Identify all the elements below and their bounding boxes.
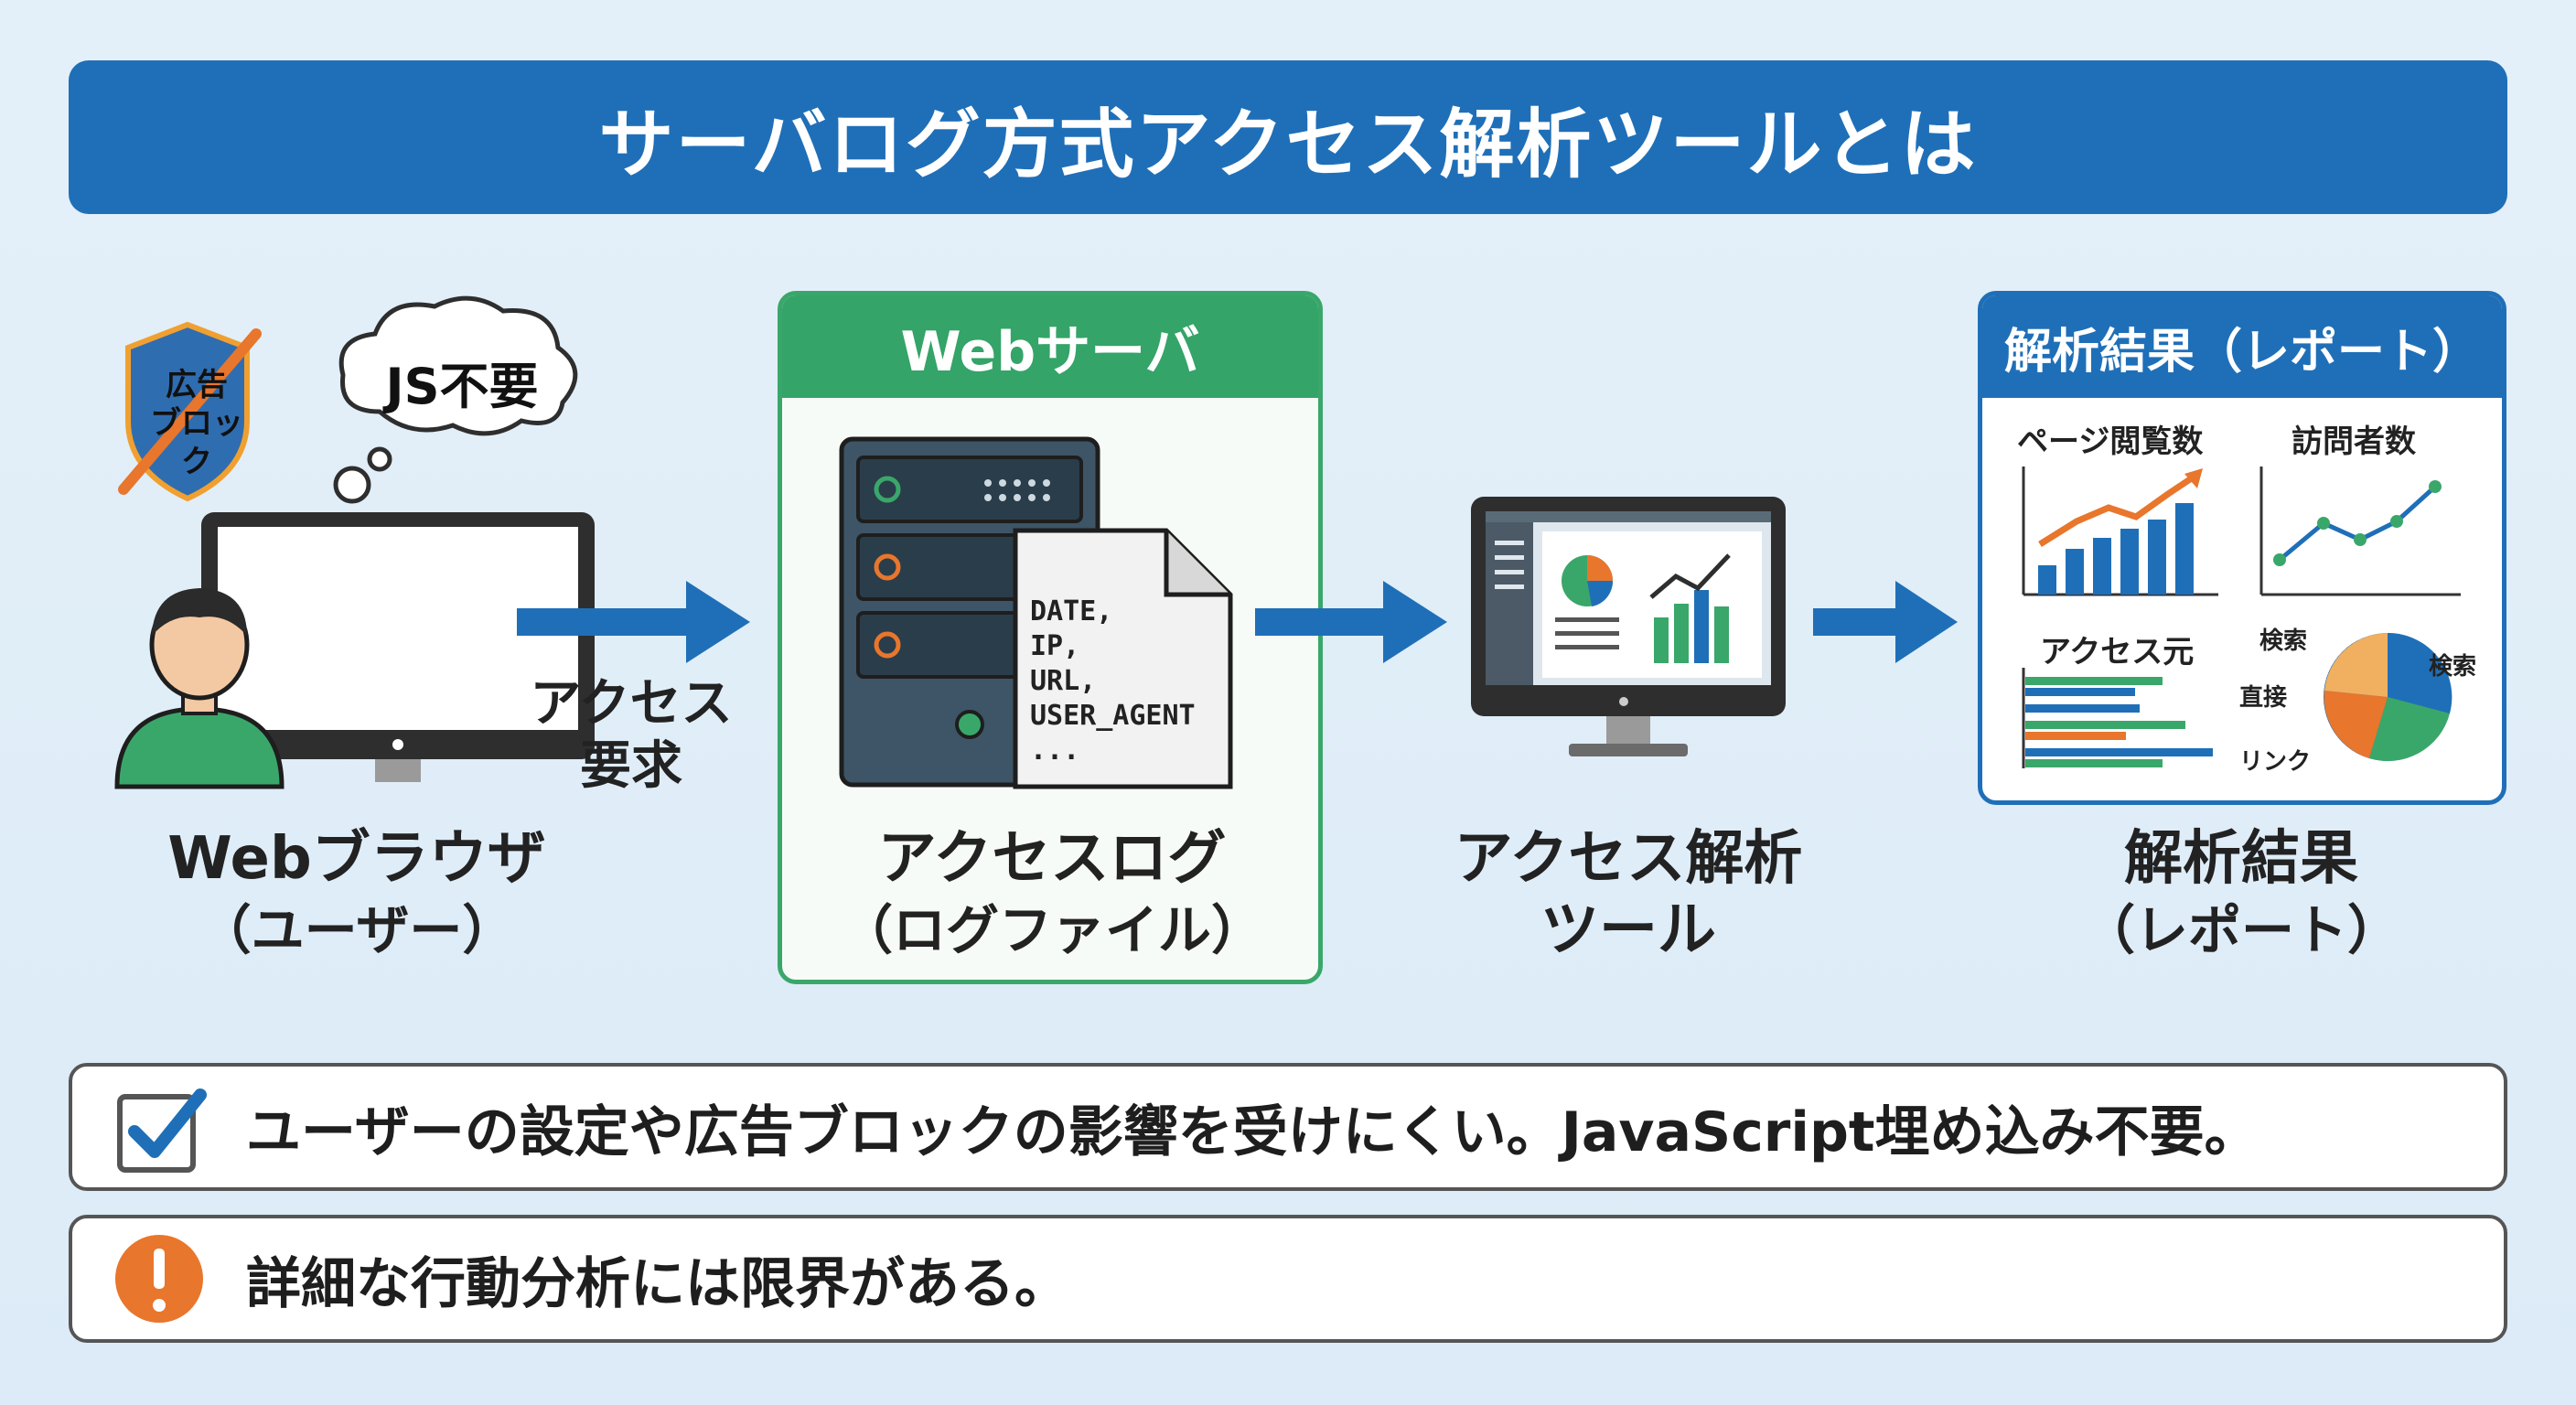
server-caption-line1: アクセスログ bbox=[877, 825, 1227, 893]
tool-caption-line2: ツール bbox=[1540, 896, 1716, 964]
log-file-icon bbox=[1013, 528, 1233, 789]
log-line: USER_AGENT bbox=[1030, 700, 1196, 732]
arrow-right-icon bbox=[1813, 581, 1958, 663]
log-line: DATE, bbox=[1030, 595, 1113, 627]
arrow-label-line2: 要求 bbox=[580, 736, 682, 796]
exclamation-icon bbox=[115, 1235, 203, 1323]
report-caption: 解析結果 （レポート） bbox=[1994, 823, 2488, 966]
web-server-panel-title: Webサーバ bbox=[782, 295, 1318, 398]
advantage-text: ユーザーの設定や広告ブロックの影響を受けにくい。JavaScript埋め込み不要… bbox=[246, 1099, 2259, 1164]
report-caption-line1: 解析結果 bbox=[2124, 825, 2358, 893]
log-line: URL, bbox=[1030, 665, 1097, 697]
page-title: サーバログ方式アクセス解析ツールとは bbox=[598, 101, 1978, 188]
tool-caption: アクセス解析 ツール bbox=[1427, 823, 1830, 966]
thought-dot-icon bbox=[367, 446, 392, 472]
pageviews-bar-chart bbox=[2022, 467, 2218, 596]
pie-label-link: リンク bbox=[2239, 748, 2312, 776]
sources-label: アクセス元 bbox=[2040, 634, 2195, 670]
shield-icon bbox=[118, 321, 262, 502]
shield-label-line1: 広告 bbox=[166, 367, 228, 403]
browser-caption-line1: Webブラウザ bbox=[167, 825, 546, 893]
pie-label-search-left: 検索 bbox=[2259, 627, 2308, 655]
shield-label-line2: ブロック bbox=[150, 405, 243, 480]
arrow-right-icon bbox=[517, 581, 750, 663]
pie-label-search-right: 検索 bbox=[2429, 653, 2477, 681]
browser-caption-line2: （ユーザー） bbox=[198, 899, 516, 961]
pie-label-direct: 直接 bbox=[2239, 684, 2288, 712]
analytics-monitor-icon bbox=[1471, 497, 1786, 756]
arrow-right-icon bbox=[1255, 581, 1447, 663]
thought-dot-icon bbox=[333, 466, 371, 504]
server-illustration bbox=[839, 436, 1233, 789]
server-caption: アクセスログ （ログファイル） bbox=[787, 823, 1317, 966]
limitation-note: 詳細な行動分析には限界がある。 bbox=[69, 1215, 2507, 1343]
advantage-note: ユーザーの設定や広告ブロックの影響を受けにくい。JavaScript埋め込み不要… bbox=[69, 1063, 2507, 1191]
log-line: IP, bbox=[1030, 630, 1080, 662]
arrow-label-line1: アクセス bbox=[530, 674, 733, 734]
title-bar: サーバログ方式アクセス解析ツールとは bbox=[69, 60, 2507, 214]
limitation-text: 詳細な行動分析には限界がある。 bbox=[246, 1251, 1069, 1316]
visitors-line-chart bbox=[2259, 467, 2461, 596]
server-caption-line2: （ログファイル） bbox=[839, 899, 1264, 961]
log-file-content: DATE, IP, URL, USER_AGENT ... bbox=[1030, 595, 1213, 768]
pageviews-label: ページ閲覧数 bbox=[2017, 424, 2204, 460]
report-caption-line2: （レポート） bbox=[2081, 899, 2400, 961]
shield-label: 広告 ブロック bbox=[137, 366, 256, 481]
log-line: ... bbox=[1030, 735, 1080, 767]
tool-caption-line1: アクセス解析 bbox=[1454, 825, 1803, 893]
browser-caption: Webブラウザ （ユーザー） bbox=[101, 823, 613, 966]
report-charts bbox=[2022, 467, 2461, 768]
bubble-text: JS不要 bbox=[385, 358, 539, 415]
visitors-label: 訪問者数 bbox=[2292, 424, 2416, 460]
sources-bar-chart bbox=[2022, 668, 2213, 768]
thought-bubble bbox=[338, 295, 578, 436]
report-panel-title: 解析結果（レポート） bbox=[1982, 295, 2502, 398]
sources-pie-chart bbox=[2324, 632, 2453, 762]
arrow-label: アクセス 要求 bbox=[512, 673, 750, 798]
check-icon bbox=[117, 1089, 207, 1173]
user-icon bbox=[114, 588, 284, 789]
